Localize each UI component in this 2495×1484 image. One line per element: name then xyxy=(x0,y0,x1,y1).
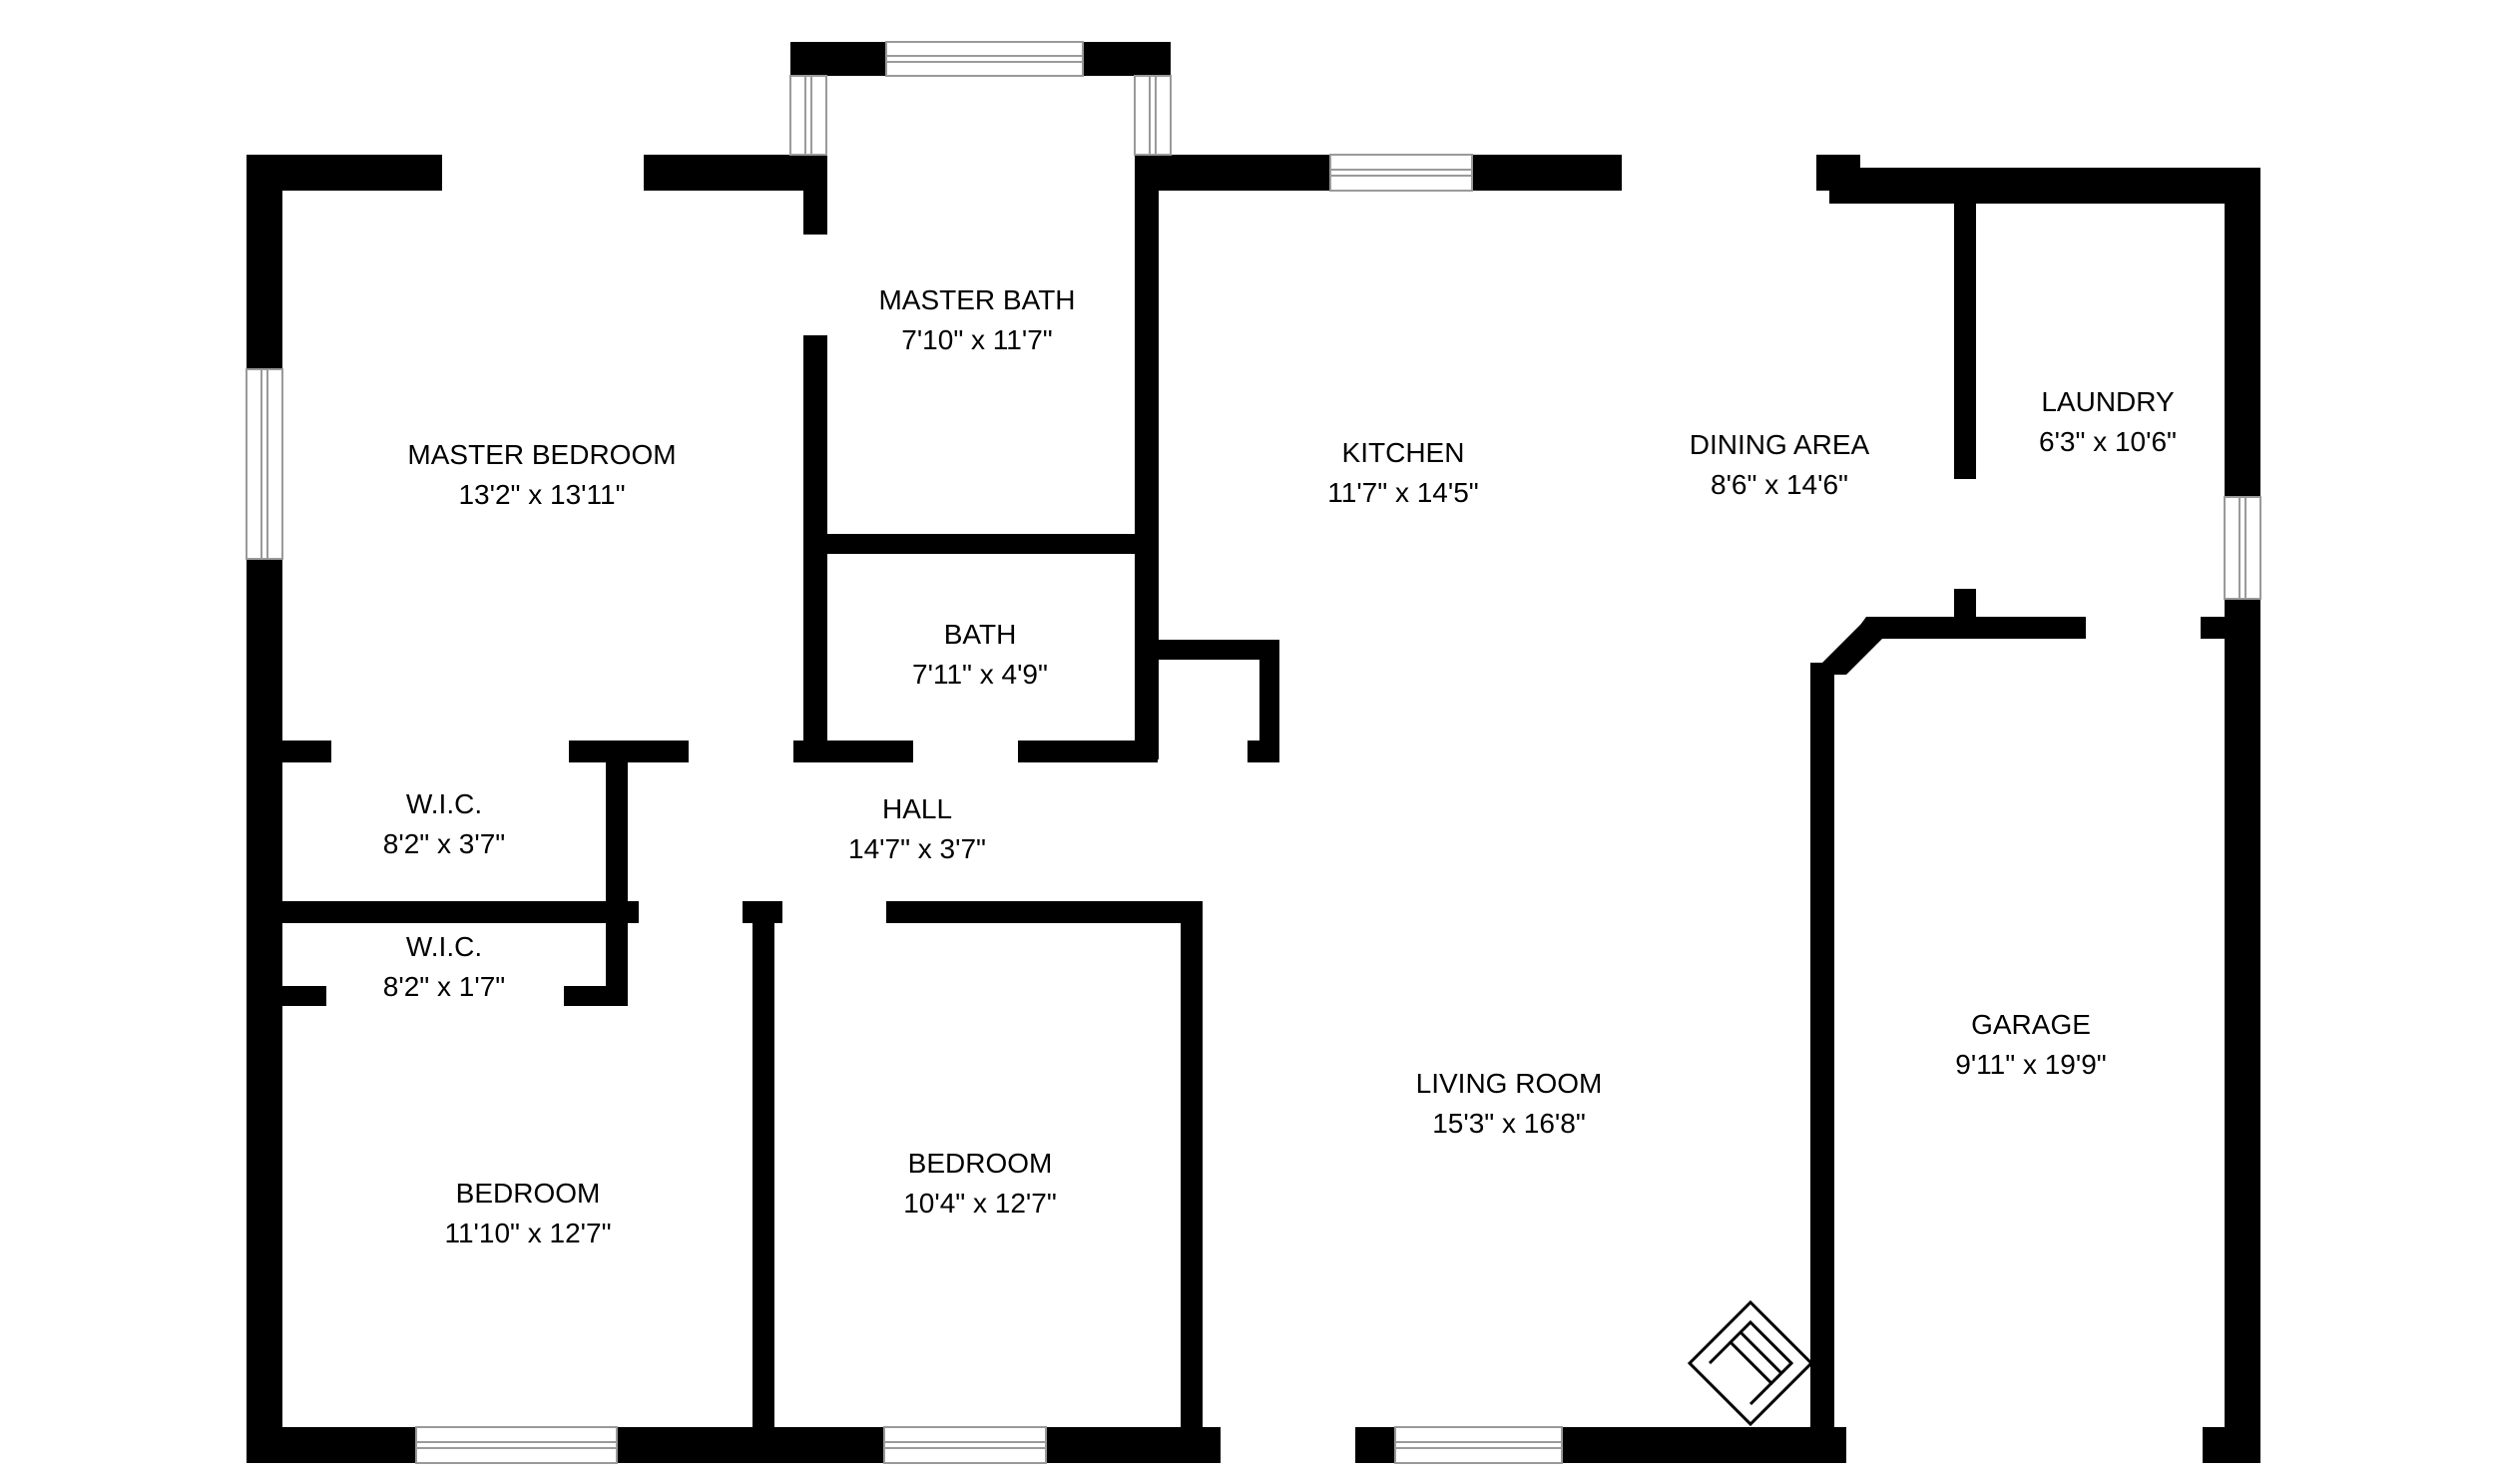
wall xyxy=(803,155,827,235)
room-size-bedroom-mid: 10'4" x 12'7" xyxy=(903,1188,1057,1219)
window xyxy=(2224,496,2261,600)
wall xyxy=(790,42,886,76)
window xyxy=(246,368,283,560)
room-size-dining-area: 8'6" x 14'6" xyxy=(1711,469,1848,500)
wall xyxy=(1829,168,2260,204)
wall xyxy=(1155,640,1279,660)
window xyxy=(415,1426,618,1464)
wall xyxy=(752,901,774,1463)
wall xyxy=(569,741,689,762)
wall xyxy=(247,986,326,1006)
room-size-master-bath: 7'10" x 11'7" xyxy=(901,324,1052,355)
room-name-bath: BATH xyxy=(944,619,1017,650)
wall xyxy=(1135,155,1159,759)
window xyxy=(1134,75,1172,156)
room-name-bedroom-left: BEDROOM xyxy=(456,1178,601,1209)
room-name-laundry: LAUNDRY xyxy=(2041,386,2175,417)
room-size-wic-lower: 8'2" x 1'7" xyxy=(383,971,505,1002)
room-size-bedroom-left: 11'10" x 12'7" xyxy=(444,1218,611,1248)
wall xyxy=(803,335,827,760)
wall xyxy=(247,155,442,191)
wall xyxy=(793,741,913,762)
room-size-bath: 7'11" x 4'9" xyxy=(912,659,1048,690)
room-size-garage: 9'11" x 19'9" xyxy=(1955,1049,2106,1080)
room-name-wic-upper: W.I.C. xyxy=(406,788,482,819)
room-size-master-bedroom: 13'2" x 13'11" xyxy=(458,479,625,510)
wall xyxy=(1810,663,1834,1463)
wall xyxy=(247,741,331,762)
window xyxy=(1394,1426,1563,1464)
wall xyxy=(644,155,808,191)
room-name-bedroom-mid: BEDROOM xyxy=(908,1148,1053,1179)
wall xyxy=(1259,640,1279,762)
wall xyxy=(2203,1427,2260,1463)
wall xyxy=(1822,619,1882,675)
room-size-living-room: 15'3" x 16'8" xyxy=(1432,1108,1586,1139)
room-size-laundry: 6'3" x 10'6" xyxy=(2039,426,2177,457)
wall xyxy=(2225,599,2260,1463)
window xyxy=(1329,154,1473,192)
wall xyxy=(606,741,628,1006)
wall xyxy=(247,1427,416,1463)
wall xyxy=(617,1427,884,1463)
wall xyxy=(1954,168,1976,479)
wall xyxy=(1181,901,1203,1463)
room-name-wic-lower: W.I.C. xyxy=(406,931,482,962)
wall xyxy=(609,901,639,923)
room-size-wic-upper: 8'2" x 3'7" xyxy=(383,828,505,859)
wall xyxy=(2201,617,2241,639)
window xyxy=(885,41,1084,77)
wall xyxy=(1562,1427,1846,1463)
room-name-dining-area: DINING AREA xyxy=(1690,429,1870,460)
window xyxy=(789,75,827,156)
windows xyxy=(246,41,2261,1464)
wall xyxy=(564,986,628,1006)
wall xyxy=(247,901,628,923)
room-name-master-bedroom: MASTER BEDROOM xyxy=(407,439,676,470)
wall xyxy=(1355,1427,1395,1463)
room-name-living-room: LIVING ROOM xyxy=(1416,1068,1603,1099)
wall xyxy=(1472,155,1622,191)
room-size-hall: 14'7" x 3'7" xyxy=(848,833,986,864)
wall xyxy=(825,534,1145,554)
room-size-kitchen: 11'7" x 14'5" xyxy=(1327,477,1478,508)
walls xyxy=(247,42,2260,1463)
wall xyxy=(1866,617,2086,639)
wall xyxy=(1018,741,1158,762)
fireplace-icon xyxy=(1687,1299,1814,1427)
window xyxy=(883,1426,1047,1464)
room-name-kitchen: KITCHEN xyxy=(1342,437,1465,468)
wall xyxy=(1046,1427,1221,1463)
room-labels: MASTER BEDROOM 13'2" x 13'11" MASTER BAT… xyxy=(383,284,2177,1248)
room-name-garage: GARAGE xyxy=(1971,1009,2091,1040)
room-name-master-bath: MASTER BATH xyxy=(878,284,1075,315)
wall xyxy=(247,559,282,1463)
room-name-hall: HALL xyxy=(882,793,952,824)
wall xyxy=(1153,155,1330,191)
wall xyxy=(886,901,1202,923)
wall xyxy=(2225,168,2260,497)
